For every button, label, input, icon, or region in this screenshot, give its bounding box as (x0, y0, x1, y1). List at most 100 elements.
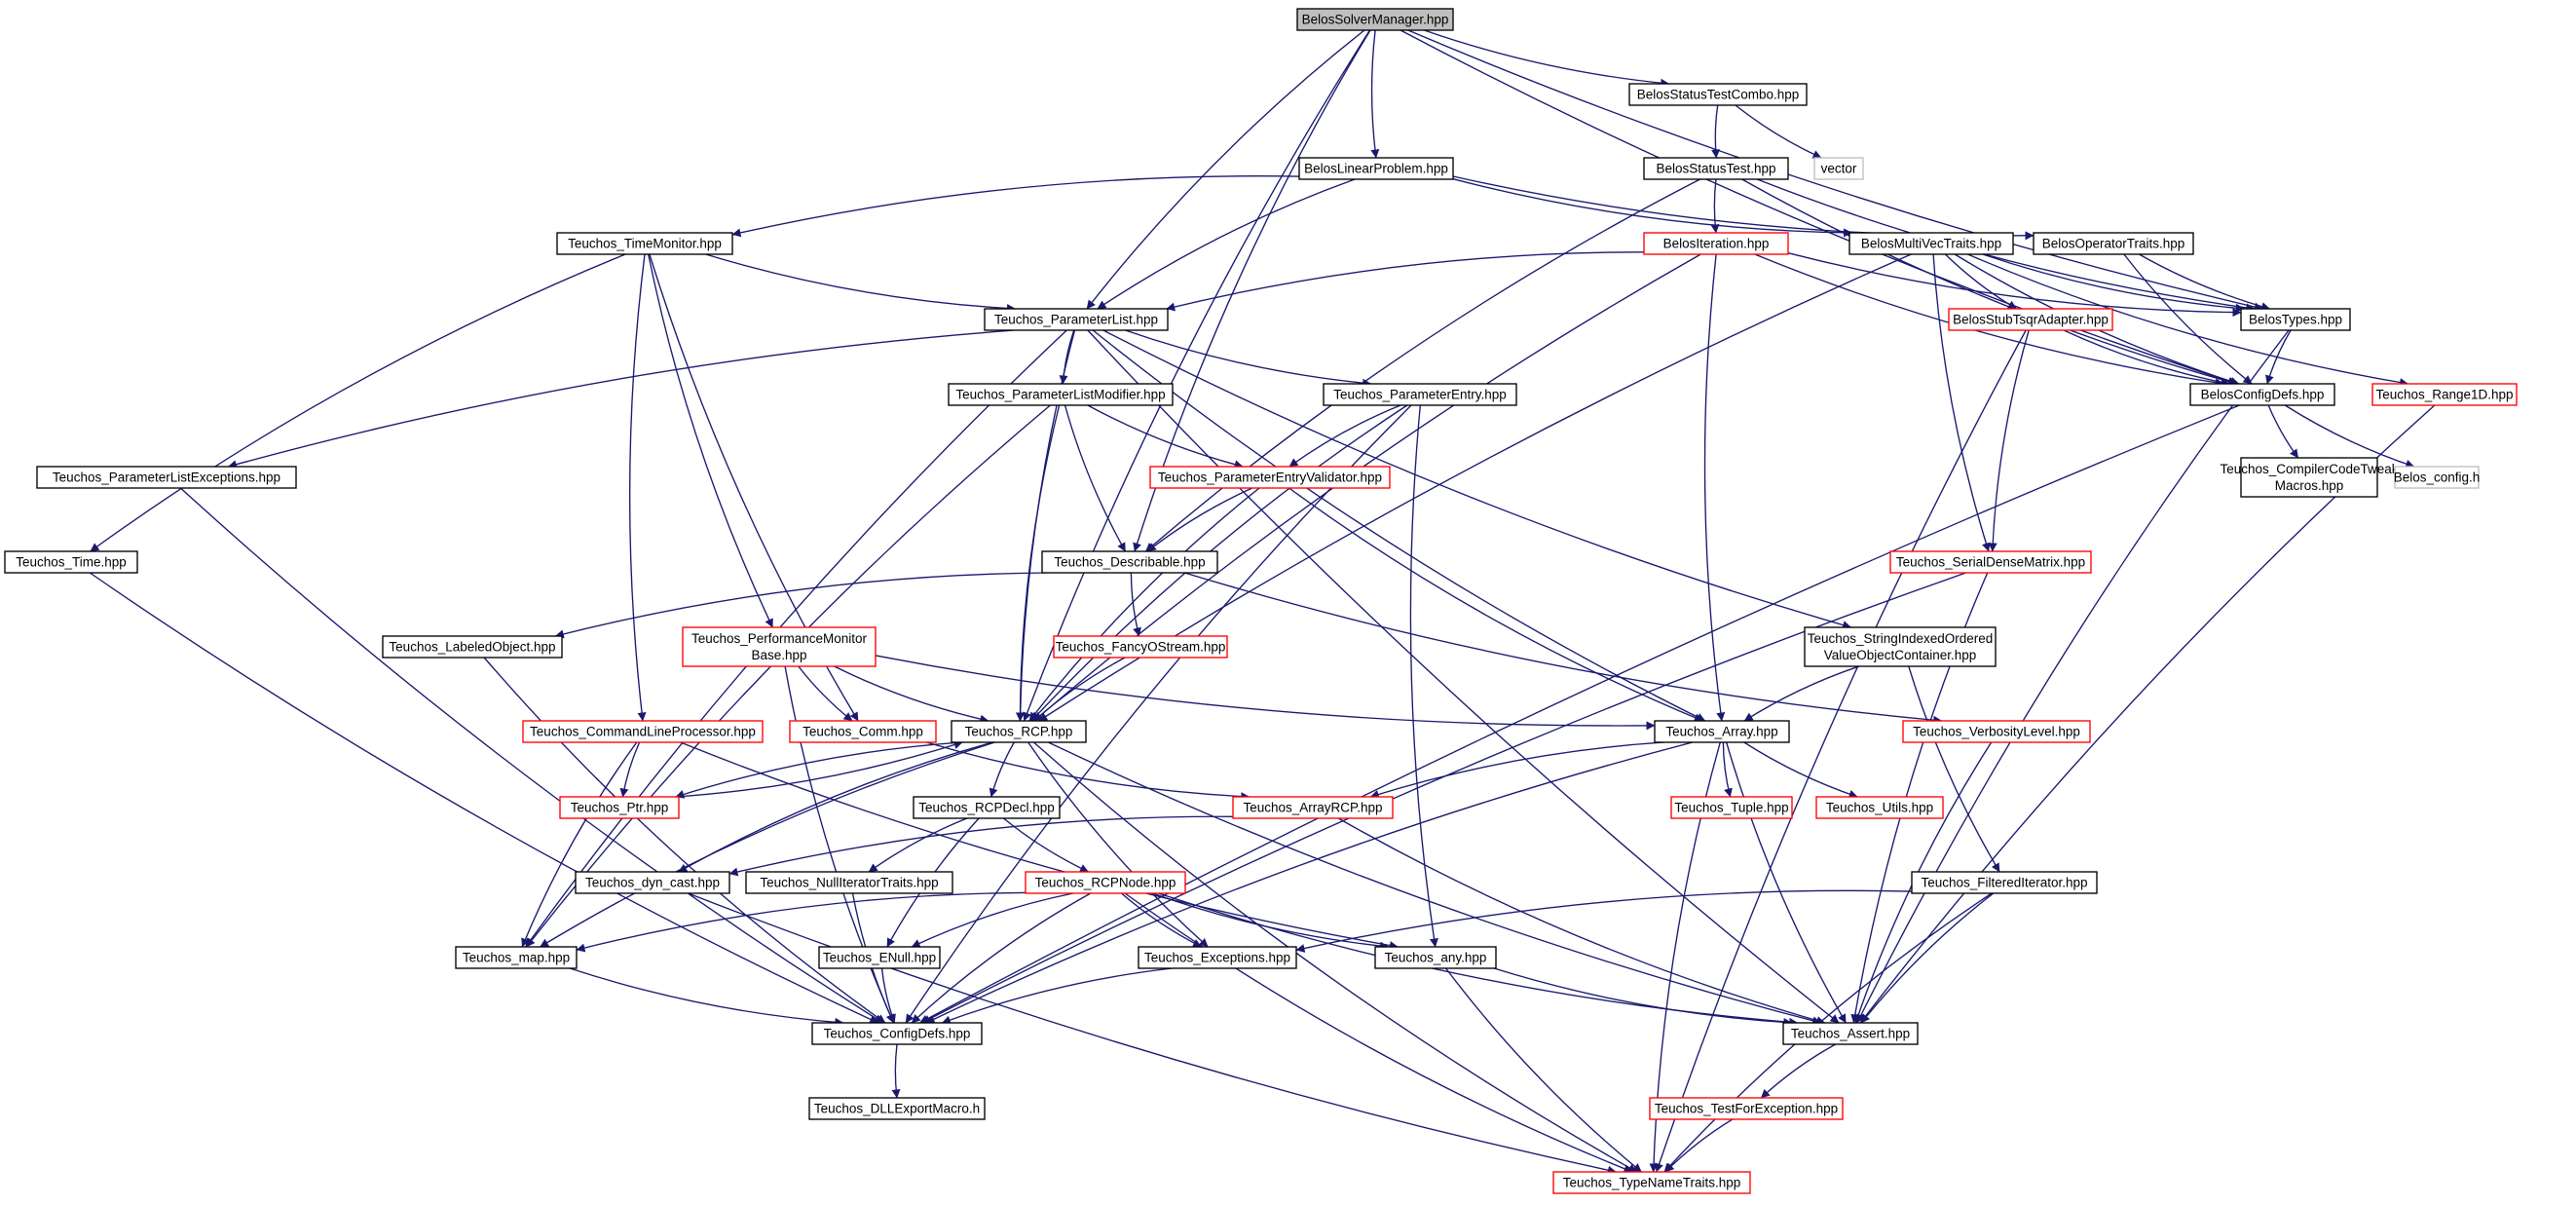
edge-linprob-to-paramlist (1097, 178, 1356, 310)
node-exceptions[interactable]: Teuchos_Exceptions.hpp (1138, 946, 1297, 969)
node-label: BelosStatusTestCombo.hpp (1637, 88, 1800, 102)
node-tuple[interactable]: Teuchos_Tuple.hpp (1670, 796, 1793, 819)
node-arrayrcp[interactable]: Teuchos_ArrayRCP.hpp (1232, 796, 1394, 819)
node-box (1643, 157, 1789, 180)
edge-optraits-to-configdefs (2123, 253, 2253, 385)
edge-configdefs-to-belosconfig (2284, 404, 2415, 469)
node-box (1948, 308, 2113, 331)
edge-array-to-tconfig (925, 741, 1694, 1024)
node-iteration[interactable]: BelosIteration.hpp (1643, 232, 1789, 255)
edge-arrayrcp-to-assert (1337, 817, 1826, 1025)
node-box (2371, 383, 2518, 406)
node-ptr[interactable]: Teuchos_Ptr.hpp (559, 796, 680, 819)
edge-paramlist-to-pentry (1125, 329, 1372, 388)
edge-testexc-to-typename (1664, 1118, 1734, 1173)
edge-filtered-to-exceptions (1295, 889, 1913, 953)
edge-ptr-to-rcp (675, 740, 963, 798)
node-types[interactable]: BelosTypes.hpp (2240, 308, 2351, 331)
node-label: Teuchos_any.hpp (1385, 951, 1487, 965)
node-assert[interactable]: Teuchos_Assert.hpp (1782, 1022, 1919, 1045)
node-box (575, 871, 730, 894)
edge-statustest-to-types (1756, 178, 2256, 313)
node-label: Teuchos_StringIndexedOrdered (1808, 631, 1994, 646)
node-label: BelosStubTsqrAdapter.hpp (1953, 313, 2109, 327)
node-box (1025, 871, 1186, 894)
node-typename[interactable]: Teuchos_TypeNameTraits.hpp (1552, 1171, 1751, 1194)
node-pentry[interactable]: Teuchos_ParameterEntry.hpp (1323, 383, 1517, 406)
edge-map-to-tconfig (569, 967, 844, 1027)
node-comm[interactable]: Teuchos_Comm.hpp (789, 720, 937, 743)
node-enull[interactable]: Teuchos_ENull.hpp (818, 946, 941, 969)
node-stcombo[interactable]: BelosStatusTestCombo.hpp (1628, 83, 1808, 106)
node-nullit[interactable]: Teuchos_NullIteratorTraits.hpp (745, 871, 953, 894)
node-sio[interactable]: Teuchos_StringIndexedOrderedValueObjectC… (1804, 626, 1997, 667)
node-label: Teuchos_Array.hpp (1665, 725, 1777, 739)
edge-multivec-to-types (1982, 253, 2245, 313)
node-any[interactable]: Teuchos_any.hpp (1374, 946, 1497, 969)
node-label: Teuchos_ENull.hpp (823, 951, 936, 965)
edge-plmod-to-describable (1064, 404, 1127, 552)
node-verb[interactable]: Teuchos_VerbosityLevel.hpp (1902, 720, 2091, 743)
node-rcp[interactable]: Teuchos_RCP.hpp (951, 720, 1087, 743)
node-utils[interactable]: Teuchos_Utils.hpp (1815, 796, 1944, 819)
node-sdm[interactable]: Teuchos_SerialDenseMatrix.hpp (1889, 550, 2092, 574)
node-box (1296, 8, 1454, 31)
node-labeled[interactable]: Teuchos_LabeledObject.hpp (382, 635, 563, 659)
edge-rcpnode-to-exceptions (1120, 892, 1203, 948)
node-paramlist[interactable]: Teuchos_ParameterList.hpp (984, 308, 1169, 331)
node-label: Teuchos_Comm.hpp (803, 725, 923, 739)
edge-plmod-to-rcp (1015, 404, 1061, 722)
edge-rcp-to-typename (1032, 741, 1637, 1173)
node-fancy[interactable]: Teuchos_FancyOStream.hpp (1053, 635, 1228, 659)
edge-root-to-rcp (1023, 29, 1371, 722)
node-label: Teuchos_map.hpp (463, 951, 570, 965)
node-plmod[interactable]: Teuchos_ParameterListModifier.hpp (948, 383, 1174, 406)
node-box (818, 946, 941, 969)
node-tsqr[interactable]: BelosStubTsqrAdapter.hpp (1948, 308, 2113, 331)
node-label: Teuchos_FilteredIterator.hpp (1921, 876, 2087, 890)
node-array[interactable]: Teuchos_Array.hpp (1654, 720, 1790, 743)
node-box (1649, 1097, 1844, 1120)
edge-filtered-to-assert (1860, 892, 1995, 1024)
node-clp[interactable]: Teuchos_CommandLineProcessor.hpp (522, 720, 764, 743)
node-box (1848, 232, 2014, 255)
node-dyncast[interactable]: Teuchos_dyn_cast.hpp (575, 871, 730, 894)
node-label: BelosConfigDefs.hpp (2201, 388, 2325, 402)
node-time[interactable]: Teuchos_Time.hpp (4, 550, 138, 574)
edge-any-to-assert (1493, 967, 1793, 1027)
node-rcpdecl[interactable]: Teuchos_RCPDecl.hpp (913, 796, 1061, 819)
node-rcpnode[interactable]: Teuchos_RCPNode.hpp (1025, 871, 1186, 894)
edge-root-to-paramlist (1086, 29, 1365, 310)
node-describable[interactable]: Teuchos_Describable.hpp (1041, 550, 1218, 574)
edge-iteration-to-configdefs (1754, 253, 2224, 388)
node-statustest[interactable]: BelosStatusTest.hpp (1643, 157, 1789, 180)
node-testexc[interactable]: Teuchos_TestForException.hpp (1649, 1097, 1844, 1120)
edge-linprob-to-multivec (1452, 178, 1853, 238)
node-filtered[interactable]: Teuchos_FilteredIterator.hpp (1911, 871, 2098, 894)
node-tconfig[interactable]: Teuchos_ConfigDefs.hpp (811, 1022, 983, 1045)
node-plexc[interactable]: Teuchos_ParameterListExceptions.hpp (36, 466, 297, 489)
node-range1d[interactable]: Teuchos_Range1D.hpp (2371, 383, 2518, 406)
node-linprob[interactable]: BelosLinearProblem.hpp (1298, 157, 1454, 180)
node-label: Teuchos_ParameterEntry.hpp (1333, 388, 1507, 402)
node-pev[interactable]: Teuchos_ParameterEntryValidator.hpp (1149, 466, 1391, 489)
edge-range1d-to-assert (1859, 404, 2436, 1024)
node-label: Teuchos_VerbosityLevel.hpp (1913, 725, 2080, 739)
node-box (951, 720, 1087, 743)
node-dll[interactable]: Teuchos_DLLExportMacro.h (808, 1097, 986, 1120)
node-label: Teuchos_TypeNameTraits.hpp (1563, 1176, 1741, 1190)
node-multivec[interactable]: BelosMultiVecTraits.hpp (1848, 232, 2014, 255)
edge-describable-to-labeled (554, 572, 1047, 639)
node-label: Teuchos_TestForException.hpp (1655, 1102, 1838, 1116)
edge-perfmon-to-comm (798, 665, 853, 722)
node-map[interactable]: Teuchos_map.hpp (455, 946, 578, 969)
node-configdefs[interactable]: BelosConfigDefs.hpp (2189, 383, 2335, 406)
edge-rcpnode-to-map (576, 891, 1027, 953)
node-box (455, 946, 578, 969)
node-timemon[interactable]: Teuchos_TimeMonitor.hpp (556, 232, 733, 255)
node-label: Teuchos_ParameterEntryValidator.hpp (1158, 471, 1382, 485)
edge-configdefs-to-compiler (2267, 404, 2299, 459)
node-optraits[interactable]: BelosOperatorTraits.hpp (2033, 232, 2194, 255)
